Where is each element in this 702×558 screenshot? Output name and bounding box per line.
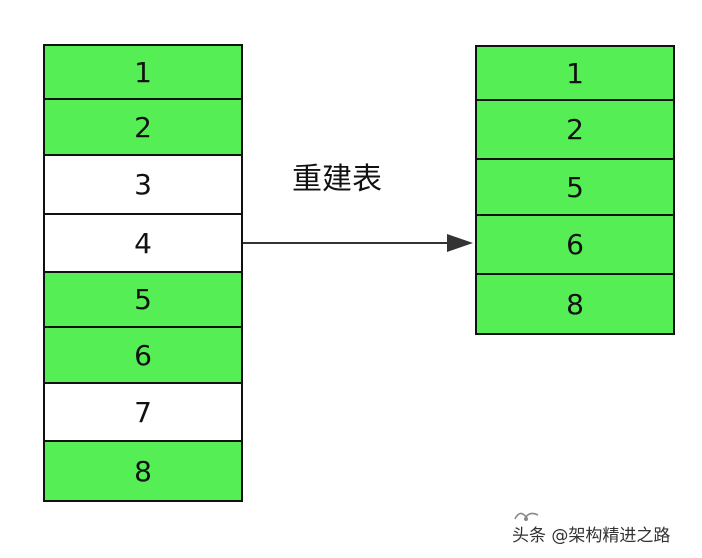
table-row: 8: [475, 273, 675, 335]
table-row: 5: [43, 271, 243, 328]
table-row: 2: [475, 99, 675, 160]
table-row: 3: [43, 154, 243, 215]
watermark-text: 头条 @架构精进之路: [512, 526, 671, 546]
table-row: 6: [43, 326, 243, 384]
arrow-label: 重建表: [292, 162, 382, 197]
table-row: 1: [43, 44, 243, 100]
table-row: 6: [475, 214, 675, 275]
watermark-logo-icon: [514, 512, 539, 521]
arrow-head: [447, 234, 473, 252]
table-row: 7: [43, 382, 243, 442]
table-row: 8: [43, 440, 243, 502]
